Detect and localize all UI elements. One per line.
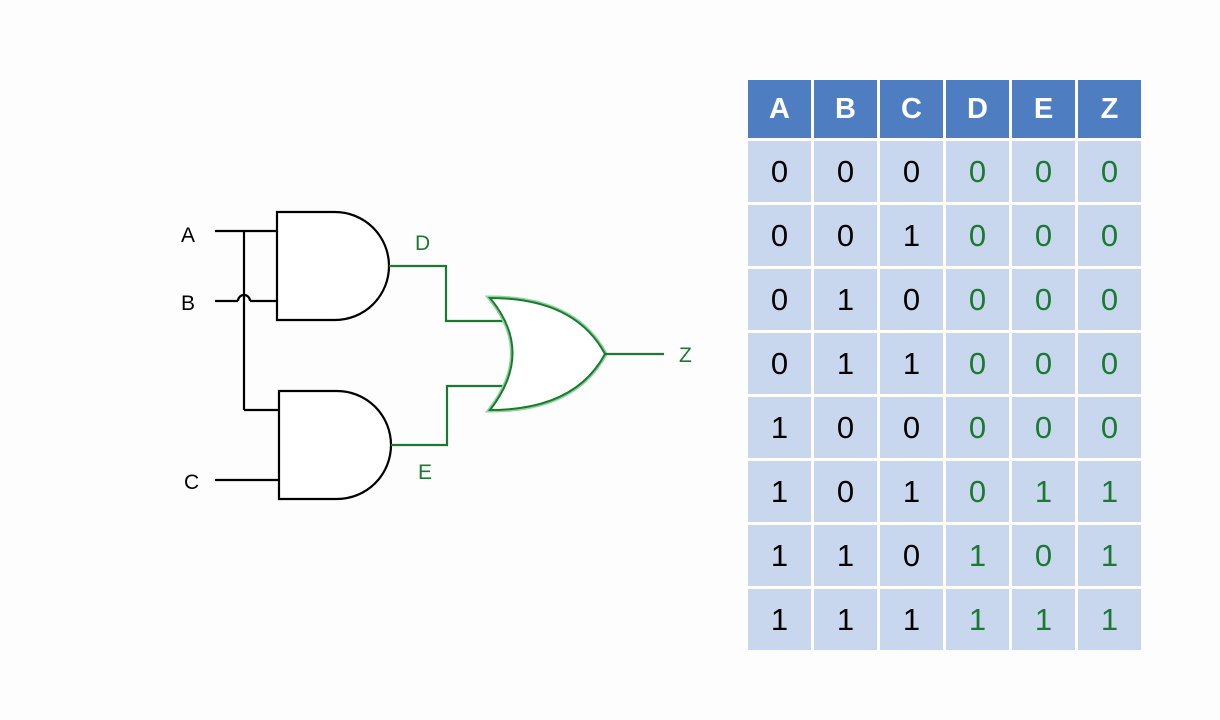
wire-d [389,264,506,323]
table-cell-b: 0 [814,461,877,522]
table-cell-z: 0 [1078,205,1141,266]
table-cell-b: 1 [814,269,877,330]
table-cell-z: 0 [1078,141,1141,202]
logic-circuit-diagram: A B C D E Z [181,210,692,501]
truth-table-header-a: A [748,80,811,138]
table-cell-a: 0 [748,141,811,202]
table-cell-a: 1 [748,461,811,522]
table-cell-e: 0 [1012,205,1075,266]
table-cell-a: 0 [748,333,811,394]
table-cell-e: 0 [1012,525,1075,586]
truth-table-header-d: D [946,80,1009,138]
table-cell-d: 0 [946,141,1009,202]
table-cell-d: 0 [946,397,1009,458]
and-gate-top [275,210,391,322]
label-input-a: A [181,224,195,247]
table-cell-a: 0 [748,205,811,266]
table-cell-d: 1 [946,589,1009,650]
table-cell-a: 0 [748,269,811,330]
table-cell-c: 0 [880,397,943,458]
table-cell-c: 0 [880,269,943,330]
table-cell-e: 0 [1012,269,1075,330]
table-cell-z: 1 [1078,525,1141,586]
table-cell-a: 1 [748,589,811,650]
table-cell-b: 0 [814,205,877,266]
table-cell-c: 1 [880,461,943,522]
table-cell-z: 0 [1078,333,1141,394]
truth-table-header-e: E [1012,80,1075,138]
table-cell-e: 0 [1012,333,1075,394]
table-cell-a: 1 [748,397,811,458]
label-input-b: B [181,292,195,315]
truth-table-header-z: Z [1078,80,1141,138]
table-cell-d: 0 [946,205,1009,266]
table-cell-b: 0 [814,397,877,458]
table-cell-e: 1 [1012,461,1075,522]
table-cell-e: 1 [1012,589,1075,650]
label-signal-d: D [415,232,430,255]
wire-e [391,384,506,447]
table-cell-d: 0 [946,269,1009,330]
table-cell-a: 1 [748,525,811,586]
table-cell-c: 0 [880,141,943,202]
table-cell-z: 0 [1078,269,1141,330]
table-cell-d: 1 [946,525,1009,586]
and-gate-bottom [277,389,393,501]
table-cell-c: 0 [880,525,943,586]
truth-table-header-c: C [880,80,943,138]
table-cell-z: 0 [1078,397,1141,458]
table-cell-c: 1 [880,205,943,266]
table-cell-c: 1 [880,333,943,394]
table-cell-z: 1 [1078,589,1141,650]
table-cell-b: 1 [814,333,877,394]
table-cell-c: 1 [880,589,943,650]
truth-table-header-b: B [814,80,877,138]
label-signal-e: E [418,461,432,484]
table-cell-e: 0 [1012,397,1075,458]
table-cell-d: 0 [946,461,1009,522]
table-cell-d: 0 [946,333,1009,394]
table-cell-b: 1 [814,589,877,650]
or-gate [487,296,607,412]
table-cell-b: 0 [814,141,877,202]
label-output-z: Z [679,344,692,367]
table-cell-e: 0 [1012,141,1075,202]
label-input-c: C [184,471,199,494]
table-cell-z: 1 [1078,461,1141,522]
table-cell-b: 1 [814,525,877,586]
